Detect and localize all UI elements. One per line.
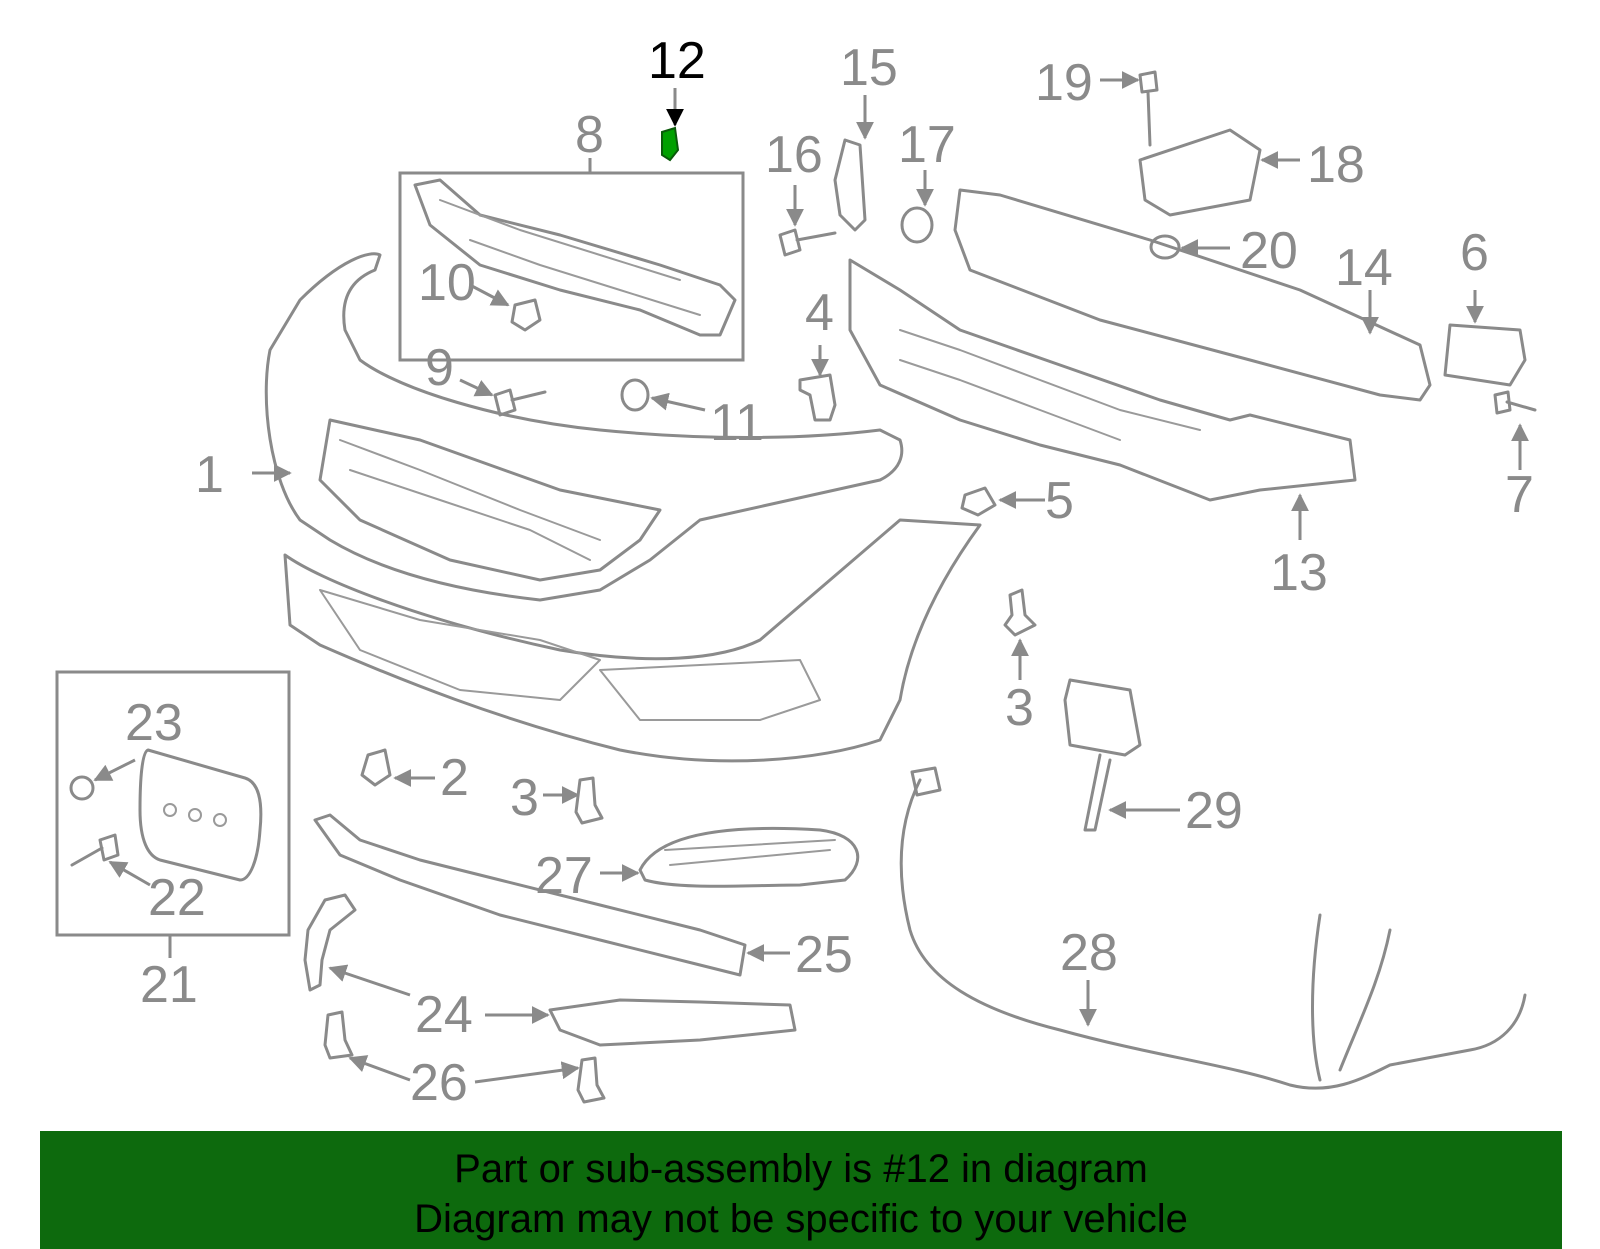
callout-21: 21 — [140, 956, 198, 1014]
part-29-sensor — [1063, 678, 1142, 832]
callout-20: 20 — [1240, 222, 1298, 280]
part-17-grommet — [900, 206, 934, 244]
energy-absorber — [848, 258, 1357, 502]
part-27-grille-slats — [664, 839, 836, 866]
part-12-highlight — [661, 126, 680, 162]
callout-7: 7 — [1505, 466, 1534, 524]
part-2-pushpin — [360, 748, 392, 787]
part-11-nut — [620, 378, 650, 412]
callout-11: 11 — [710, 394, 764, 452]
callout-12: 12 — [648, 32, 706, 90]
callout-2: 2 — [440, 749, 469, 807]
callout-23: 23 — [125, 694, 183, 752]
part-3-pushpin-lower — [574, 776, 604, 825]
part-6-bracket — [1443, 323, 1527, 387]
plate-hole-2 — [188, 808, 202, 822]
part-26-screw-right — [576, 1056, 606, 1104]
impact-bar — [953, 188, 1432, 402]
part-9-bolt — [493, 388, 547, 417]
bumper-fascia — [264, 252, 982, 763]
plate-hole-3 — [213, 813, 227, 827]
callout-25: 25 — [795, 926, 853, 984]
leader-lines — [93, 71, 1529, 1084]
callout-3-upper: 3 — [1005, 679, 1034, 737]
part-7-pushpin — [1493, 390, 1537, 415]
part-10-clip — [510, 298, 542, 332]
part-3-pushpin-upper — [1003, 588, 1037, 637]
callout-4: 5 — [1045, 472, 1074, 530]
part-28-wiring — [899, 778, 1527, 1090]
callout-9: 9 — [425, 339, 454, 397]
callout-8: 8 — [575, 106, 604, 164]
callout-14: 14 — [1335, 239, 1393, 297]
part-20-nut — [1149, 234, 1181, 260]
part-24-molding — [548, 998, 797, 1047]
callout-5: 4 — [805, 284, 834, 342]
part-22-bolt — [70, 833, 120, 867]
banner-line-1: Part or sub-assembly is #12 in diagram — [454, 1147, 1148, 1191]
callout-10: 10 — [418, 254, 476, 312]
callout-17: 17 — [898, 116, 956, 174]
part-25-lower-molding — [313, 813, 747, 977]
callout-18: 18 — [1307, 136, 1365, 194]
callout-27: 27 — [535, 847, 593, 905]
plate-hole-1 — [163, 803, 177, 817]
banner-line-2: Diagram may not be specific to your vehi… — [414, 1197, 1188, 1241]
part-4-nut — [960, 486, 997, 517]
part-27-grille — [638, 826, 860, 888]
callout-28: 28 — [1060, 924, 1118, 982]
callout-13: 13 — [1270, 544, 1328, 602]
callout-22: 22 — [148, 869, 206, 927]
wiring-connector-top — [910, 766, 942, 797]
callout-3-lower: 3 — [510, 769, 539, 827]
callout-19: 19 — [1035, 54, 1093, 112]
part-24-left-molding — [303, 893, 357, 992]
callout-29: 29 — [1185, 782, 1243, 840]
part-26-screw-left — [323, 1010, 354, 1060]
upper-support-bracket — [413, 178, 737, 337]
callout-16: 16 — [765, 126, 823, 184]
part-23-screw — [69, 775, 95, 801]
part-21-group-box — [55, 670, 291, 937]
callout-26: 26 — [410, 1054, 468, 1112]
part-21-license-bracket — [138, 748, 263, 882]
callout-15: 15 — [840, 39, 898, 97]
callout-6: 6 — [1460, 224, 1489, 282]
callout-24: 24 — [415, 986, 473, 1044]
part-18-bracket — [1138, 128, 1262, 217]
callout-1: 1 — [195, 446, 224, 504]
part-16-bolt — [778, 228, 837, 257]
part-15-bracket — [833, 138, 867, 232]
part-8-group-box — [398, 171, 745, 362]
part-5-bracket — [798, 373, 837, 422]
part-19-bolt — [1138, 70, 1159, 147]
energy-absorber-ribs — [899, 329, 1201, 441]
info-banner: Part or sub-assembly is #12 in diagram D… — [40, 1131, 1562, 1249]
